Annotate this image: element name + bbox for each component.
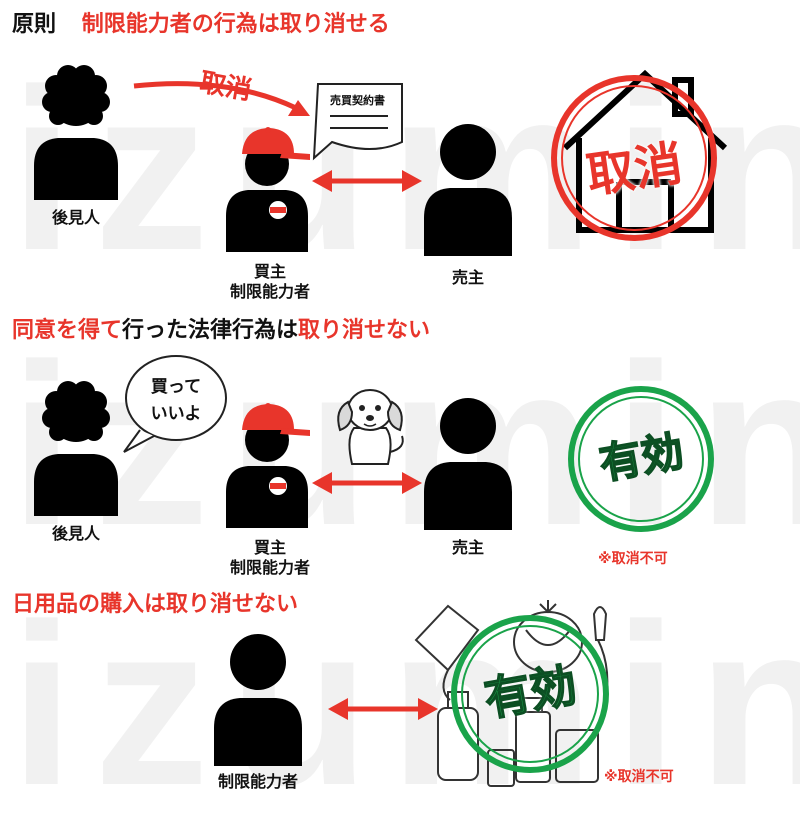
- section2-note: ※取消不可: [598, 551, 668, 567]
- seller-person-icon-2: [424, 398, 512, 530]
- double-arrow-2: [312, 472, 422, 494]
- section2-seller-label: 売主: [451, 538, 484, 557]
- cancel-stamp: [551, 75, 717, 241]
- contract-document-label: 売買契約書: [330, 94, 385, 107]
- speech-bubble-text: 買って いいよ: [128, 374, 224, 428]
- section3-title: 日用品の購入は取り消せない: [12, 592, 299, 617]
- double-arrow-3: [328, 698, 438, 720]
- buyer-person-icon-2: [226, 403, 310, 528]
- section1-seller-label: 売主: [451, 268, 484, 287]
- section1-buyer-label: 買主 制限能力者: [200, 262, 340, 302]
- watermark-3: izumin: [10, 576, 800, 833]
- section2-buyer-label: 買主 制限能力者: [200, 538, 340, 578]
- section3-person-label: 制限能力者: [217, 772, 298, 791]
- section1-buyer-role: 買主: [253, 262, 286, 281]
- guardian-person-icon: [34, 65, 118, 200]
- section2-title-part3: 取り消せない: [298, 318, 431, 343]
- speech-bubble: [123, 355, 227, 453]
- section1-guardian-label: 後見人: [51, 208, 100, 227]
- section1-title: 制限能力者の行為は取り消せる: [81, 12, 390, 37]
- section2-title-part1: 同意を得て: [12, 318, 123, 343]
- guardian-person-icon-2: [34, 381, 118, 516]
- buyer-person-icon: [226, 127, 310, 252]
- section2-buyer-role: 買主: [253, 538, 286, 557]
- restricted-person-icon: [214, 634, 302, 766]
- double-arrow-1: [312, 170, 422, 192]
- contract-document-icon: [312, 83, 403, 161]
- valid-stamp: [568, 386, 714, 532]
- speech-line-1: 買って: [150, 377, 202, 397]
- speech-line-2: いいよ: [150, 404, 202, 425]
- section2-heading: 同意を得て行った法律行為は取り消せない: [12, 318, 430, 344]
- section1-heading: 原則 制限能力者の行為は取り消せる: [12, 12, 390, 38]
- seller-person-icon: [424, 124, 512, 256]
- section2-buyer-status: 制限能力者: [229, 558, 310, 577]
- cancel-arrow: [133, 81, 310, 116]
- section3-note: ※取消不可: [604, 769, 674, 785]
- section1-buyer-status: 制限能力者: [229, 282, 310, 301]
- section1-prefix: 原則: [12, 12, 57, 37]
- dog-icon: [337, 389, 404, 465]
- section2-guardian-label: 後見人: [51, 524, 100, 543]
- valid-stamp-2: [451, 615, 609, 773]
- section2-title-part2: 行った法律行為は: [122, 318, 299, 343]
